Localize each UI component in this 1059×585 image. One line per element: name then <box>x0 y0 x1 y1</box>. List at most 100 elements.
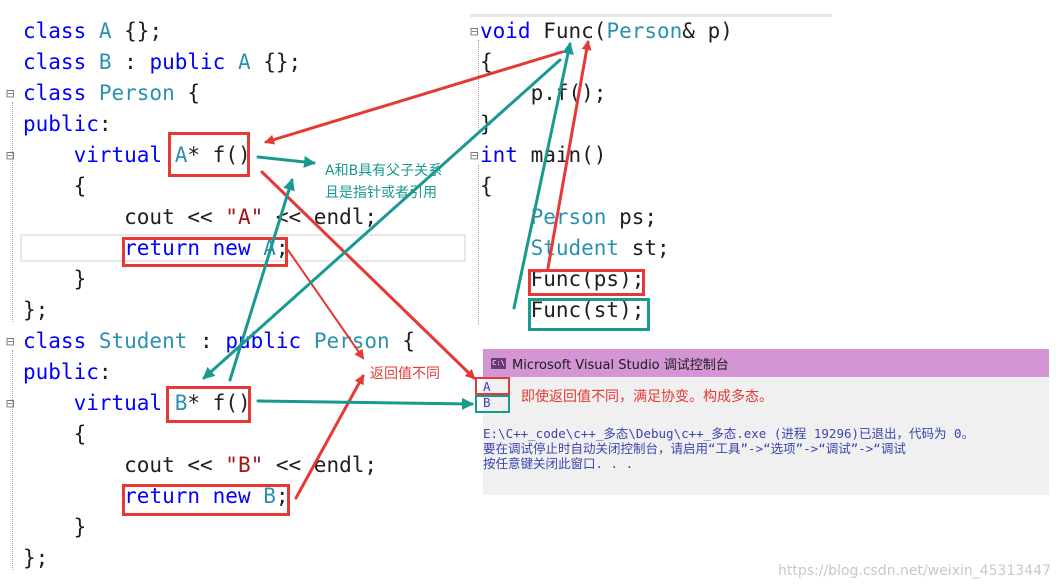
code-token: Person <box>98 81 175 105</box>
code-token: A <box>98 19 112 43</box>
code-line[interactable]: return new B; <box>23 481 415 512</box>
code-token: }; <box>23 298 49 322</box>
console-hint-line: 要在调试停止时自动关闭控制台，请启用“工具”->“选项”->“调试”->“调试 <box>483 441 906 456</box>
console-exit-line: E:\C++_code\c++_多态\Debug\c++_多态.exe (进程 … <box>483 426 975 441</box>
code-token: Func(st); <box>480 298 645 322</box>
console-icon: C:\ <box>491 357 506 369</box>
fold-toggle-icon[interactable]: ⊟ <box>470 24 479 40</box>
code-line[interactable]: } <box>23 512 415 543</box>
output-a-box <box>475 377 510 395</box>
code-token: * f() <box>187 143 251 167</box>
indent-guide <box>478 40 479 130</box>
code-token: { <box>480 50 493 74</box>
arrow-func-to-student-f <box>202 58 562 380</box>
code-token: * f() <box>187 391 251 415</box>
arrow-student-f-to-output-b <box>256 397 474 410</box>
fold-toggle-icon[interactable]: ⊟ <box>6 86 15 102</box>
code-line[interactable]: }; <box>23 295 415 326</box>
output-b-box <box>475 395 510 413</box>
code-token: B <box>98 50 112 74</box>
editor-top-border <box>470 14 832 17</box>
code-token: cout << <box>23 453 226 477</box>
code-line[interactable]: virtual B* f() <box>23 388 415 419</box>
console-title-bar[interactable]: C:\ Microsoft Visual Studio 调试控制台 <box>483 349 1049 377</box>
code-token: return new <box>124 484 264 508</box>
code-token: public <box>149 50 238 74</box>
fold-toggle-icon[interactable]: ⊟ <box>6 396 15 412</box>
student-virtual-f-box <box>166 386 251 423</box>
code-token: class <box>23 50 99 74</box>
code-token: cout << <box>23 205 226 229</box>
console-close-line: 按任意键关闭此窗口. . . <box>483 456 634 471</box>
code-token: "A" <box>225 205 264 229</box>
return-new-b-box <box>122 484 290 516</box>
code-token: A <box>174 143 188 167</box>
current-line-highlight <box>20 234 466 262</box>
code-token: { <box>480 174 493 198</box>
arrow-return-a-to-note <box>287 249 365 360</box>
code-line[interactable]: public: <box>23 357 415 388</box>
return-new-a-box <box>122 237 288 267</box>
code-line[interactable]: cout << "A" << endl; <box>23 202 415 233</box>
code-token: { <box>23 174 87 198</box>
fold-toggle-icon[interactable]: ⊟ <box>6 148 15 164</box>
code-line[interactable]: } <box>23 264 415 295</box>
code-line[interactable]: cout << "B" << endl; <box>23 450 415 481</box>
code-token: void <box>480 19 544 43</box>
code-token: {}; <box>111 19 163 43</box>
fold-toggle-icon[interactable]: ⊟ <box>6 334 15 350</box>
code-line[interactable]: { <box>480 171 733 202</box>
code-token: Student <box>98 329 188 353</box>
func-ps-box <box>528 269 645 296</box>
console-output-a: A <box>483 379 491 394</box>
code-line[interactable]: Student st; <box>480 233 733 264</box>
code-token: class <box>23 81 99 105</box>
indent-guide <box>478 165 479 325</box>
code-token: "B" <box>225 453 264 477</box>
code-token: { <box>23 422 87 446</box>
code-token: }; <box>23 546 49 570</box>
arrow-return-b-to-note <box>294 374 365 500</box>
code-line[interactable]: Func(st); <box>480 295 733 326</box>
code-token: : <box>111 50 150 74</box>
arrow-person-f-to-output-a <box>260 170 476 380</box>
code-token: : <box>98 112 112 136</box>
code-token: class <box>23 19 99 43</box>
left-code-editor[interactable]: class A {};class B : public A {};class P… <box>23 16 415 574</box>
code-token: virtual <box>73 391 175 415</box>
code-token: {}; <box>250 50 302 74</box>
code-line[interactable]: class Person { <box>23 78 415 109</box>
code-token: virtual <box>73 143 175 167</box>
code-line[interactable]: public: <box>23 109 415 140</box>
code-token: Person <box>606 19 683 43</box>
return-differs-note: 返回值不同 <box>370 366 440 382</box>
code-token: : <box>187 329 226 353</box>
code-token: public <box>23 360 99 384</box>
fold-toggle-icon[interactable]: ⊟ <box>470 148 479 164</box>
code-token: & p) <box>682 19 733 43</box>
code-token: Student <box>530 236 620 260</box>
code-line[interactable]: class A {}; <box>23 16 415 47</box>
code-line[interactable]: class B : public A {}; <box>23 47 415 78</box>
arrow-func-st-to-func <box>512 42 574 310</box>
code-token: } <box>23 515 87 539</box>
code-line[interactable]: }; <box>23 543 415 574</box>
console-title: Microsoft Visual Studio 调试控制台 <box>512 357 729 373</box>
code-line[interactable]: { <box>23 419 415 450</box>
code-token: public <box>23 112 99 136</box>
code-line[interactable]: virtual A* f() <box>23 140 415 171</box>
code-line[interactable]: void Func(Person& p) <box>480 16 733 47</box>
code-line[interactable]: { <box>23 171 415 202</box>
code-line[interactable]: p.f(); <box>480 78 733 109</box>
code-line[interactable]: Person ps; <box>480 202 733 233</box>
code-token: B <box>263 484 276 508</box>
person-virtual-f-box <box>168 132 250 177</box>
debug-console-window[interactable]: C:\ Microsoft Visual Studio 调试控制台 A B 即使… <box>483 349 1049 495</box>
code-token: return new <box>124 236 264 260</box>
covariance-note: 即使返回值不同，满足协变。构成多态。 <box>521 389 773 405</box>
right-code-editor[interactable]: void Func(Person& p){ p.f();}int main(){… <box>480 16 733 326</box>
console-output-b: B <box>483 395 491 410</box>
code-token: class <box>23 329 99 353</box>
code-line[interactable]: { <box>480 47 733 78</box>
